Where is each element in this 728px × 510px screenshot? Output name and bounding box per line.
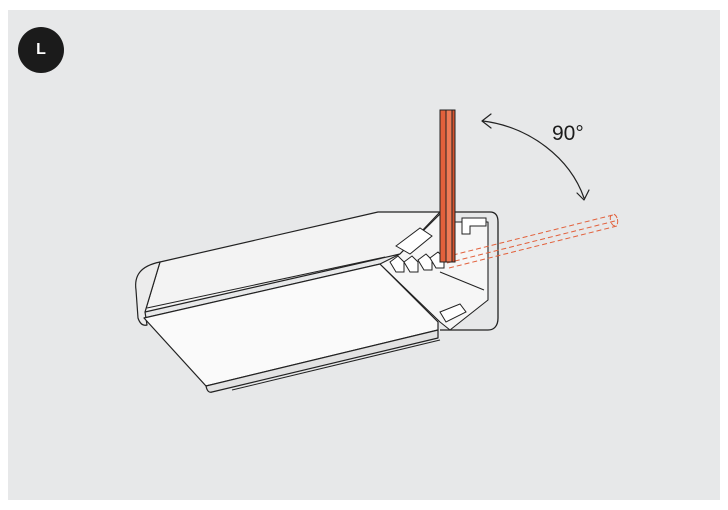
profile-inner-line <box>146 256 386 309</box>
curved-double-arrow-icon <box>481 113 590 201</box>
clip-top-right <box>461 217 487 235</box>
hex-key-tool <box>439 109 456 263</box>
clip-upper-left <box>395 227 433 255</box>
clip-bottom <box>439 303 467 323</box>
profile-left-end <box>135 261 161 326</box>
mounting-diagram <box>135 109 619 393</box>
illustration-panel: L 90° <box>8 10 720 500</box>
end-cap-frame <box>440 211 499 331</box>
hex-key-ghost <box>444 213 619 269</box>
profile-bottom-line <box>231 339 441 391</box>
end-cap-slot <box>439 271 485 291</box>
step-label: L <box>36 41 46 58</box>
connector-teeth <box>389 251 445 273</box>
rotation-angle-label: 90° <box>552 122 584 145</box>
profile-front-face <box>143 263 439 387</box>
profile-front-edge <box>205 329 439 393</box>
step-badge: L <box>18 27 64 73</box>
